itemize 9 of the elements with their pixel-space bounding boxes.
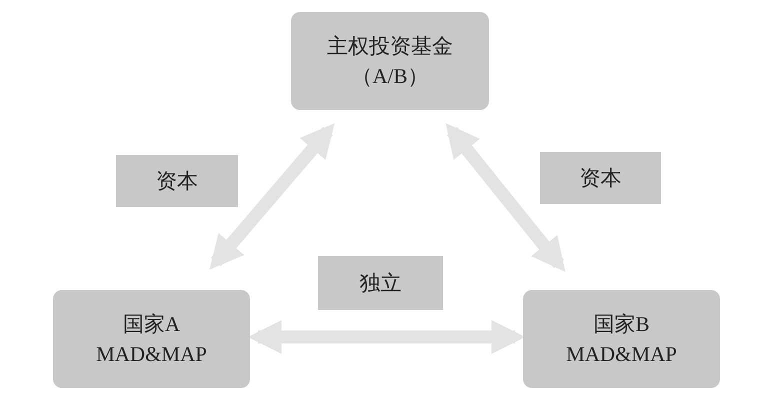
rounded-box: 主权投资基金（A/B）	[291, 12, 489, 110]
edge-label: 资本	[540, 152, 661, 204]
double-arrow	[446, 123, 566, 272]
double-arrow	[248, 320, 526, 354]
edge-label: 资本	[116, 155, 238, 207]
rounded-box: 国家B MAD&MAP	[523, 290, 720, 388]
rounded-box: 国家A MAD&MAP	[53, 290, 250, 388]
edge-label: 独立	[318, 256, 443, 310]
double-arrow	[209, 123, 335, 270]
